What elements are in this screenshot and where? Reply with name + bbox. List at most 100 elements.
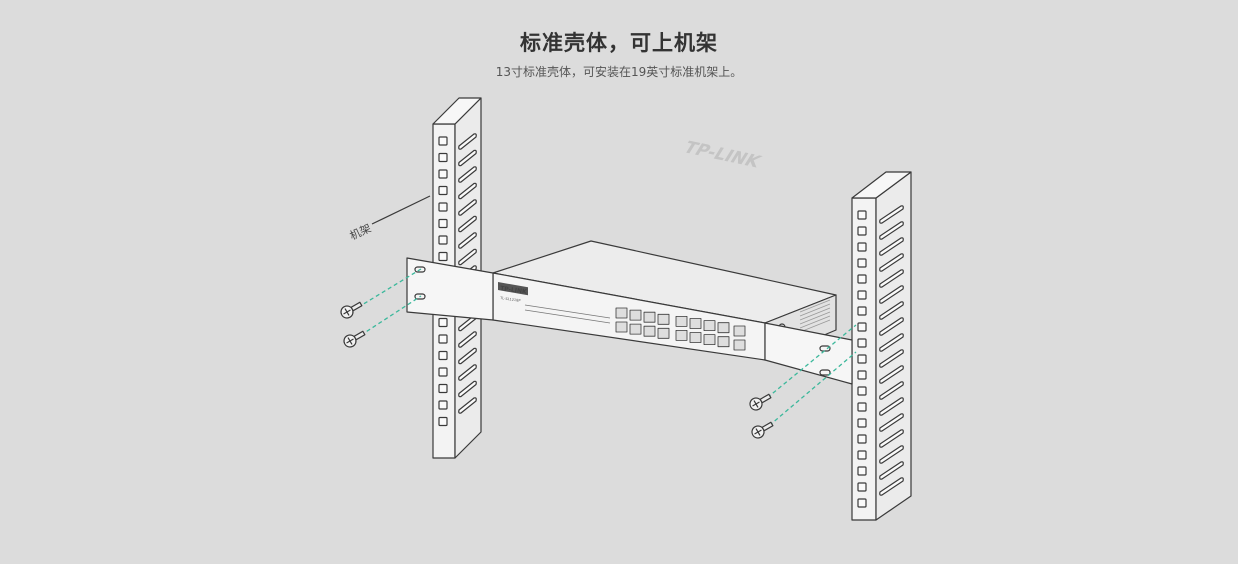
- rail-slot: [458, 199, 477, 216]
- rail-square-hole: [438, 218, 448, 229]
- rail-square-hole: [857, 482, 867, 492]
- rail-slot: [879, 317, 904, 336]
- switch-model: TL-SL1218P: [499, 296, 521, 303]
- rack-label-leader: [371, 195, 431, 225]
- rj45-port: [689, 332, 702, 343]
- rail-square-hole: [857, 466, 867, 476]
- rail-slot: [879, 349, 904, 368]
- rail-slot: [879, 205, 904, 224]
- rail-slot: [458, 133, 477, 150]
- rj45-port: [689, 318, 702, 329]
- rail-slot: [879, 253, 904, 272]
- rail-square-hole: [438, 317, 448, 328]
- rail-slot: [879, 221, 904, 240]
- rail-slot: [879, 381, 904, 400]
- rj45-port: [615, 321, 628, 333]
- rail-slot: [879, 413, 904, 432]
- rj45-port: [717, 336, 730, 348]
- rj45-port: [657, 313, 670, 325]
- rail-slot: [879, 365, 904, 384]
- rail-slot: [458, 248, 477, 266]
- rail-slot: [458, 166, 477, 183]
- right-rail-slots: [879, 205, 904, 496]
- rail-slot: [879, 429, 904, 448]
- rail-slot: [458, 232, 477, 249]
- rail-slot: [458, 380, 477, 398]
- screw-guide-lines: [351, 268, 857, 431]
- rj45-port: [675, 329, 688, 341]
- rj45-port: [615, 307, 628, 319]
- page-subtitle: 13寸标准壳体，可安装在19英寸标准机架上。: [495, 65, 743, 79]
- rail-square-hole: [438, 235, 448, 245]
- rail-slot: [879, 477, 904, 496]
- rail-slot: [879, 301, 904, 320]
- screw-icon: [751, 421, 774, 439]
- rail-square-hole: [438, 169, 448, 179]
- rail-square-hole: [438, 334, 448, 344]
- rj45-port: [643, 325, 656, 337]
- rail-slot: [458, 149, 477, 167]
- screw-icon: [340, 301, 363, 319]
- rail-slot: [879, 461, 904, 480]
- left-mounting-bracket: [406, 257, 494, 321]
- rail-square-hole: [438, 185, 448, 196]
- rail-square-hole: [857, 498, 867, 508]
- rj45-port: [703, 320, 716, 332]
- uplink-port: [733, 325, 746, 337]
- rail-slot: [879, 285, 904, 304]
- right-rack-rail: [851, 171, 912, 521]
- rail-square-hole: [857, 242, 867, 252]
- rj45-port: [629, 309, 642, 321]
- rail-square-hole: [857, 226, 867, 236]
- screw-icon: [343, 330, 366, 348]
- rail-slot: [458, 215, 477, 233]
- rail-square-hole: [438, 152, 448, 163]
- rail-square-hole: [438, 383, 448, 394]
- rail-square-hole: [438, 367, 448, 377]
- rail-slot: [879, 237, 904, 256]
- rail-square-hole: [438, 202, 448, 212]
- rail-square-hole: [857, 274, 867, 284]
- rail-square-hole: [857, 370, 867, 380]
- rail-square-hole: [857, 258, 867, 268]
- rail-slot: [458, 364, 477, 381]
- switch-front-logo: TP-LINK: [500, 285, 528, 296]
- rail-slot: [879, 269, 904, 288]
- rail-square-hole: [438, 350, 448, 361]
- rail-square-hole: [438, 416, 448, 427]
- rj45-port: [717, 322, 730, 334]
- screw-icon: [749, 393, 772, 411]
- rail-square-hole: [857, 450, 867, 460]
- rail-square-hole: [857, 386, 867, 396]
- rail-square-hole: [857, 322, 867, 332]
- rail-slot: [879, 397, 904, 416]
- rail-square-hole: [857, 210, 867, 220]
- rail-square-hole: [438, 136, 448, 146]
- network-switch: [492, 240, 837, 361]
- switch-ports: [615, 307, 746, 351]
- rj45-port: [675, 315, 688, 327]
- rail-slot: [458, 182, 477, 200]
- rail-square-hole: [857, 306, 867, 316]
- rail-square-hole: [438, 251, 448, 262]
- rj45-port: [629, 323, 642, 335]
- rail-slot: [879, 333, 904, 352]
- rack-label: 机架: [347, 221, 373, 243]
- rail-square-hole: [857, 354, 867, 364]
- rail-square-hole: [857, 434, 867, 444]
- rj45-port: [657, 327, 670, 339]
- rj45-port: [643, 311, 656, 323]
- rail-square-hole: [857, 418, 867, 428]
- rail-slot: [458, 397, 477, 414]
- page-title: 标准壳体，可上机架: [520, 31, 718, 55]
- left-rack-rail: [432, 97, 482, 459]
- uplink-port: [733, 339, 746, 351]
- rail-slot: [879, 445, 904, 464]
- rail-slot: [458, 331, 477, 348]
- rj45-port: [703, 334, 716, 346]
- rail-slot: [458, 347, 477, 365]
- rail-square-hole: [857, 402, 867, 412]
- right-rail-holes: [857, 210, 867, 508]
- rail-square-hole: [857, 338, 867, 348]
